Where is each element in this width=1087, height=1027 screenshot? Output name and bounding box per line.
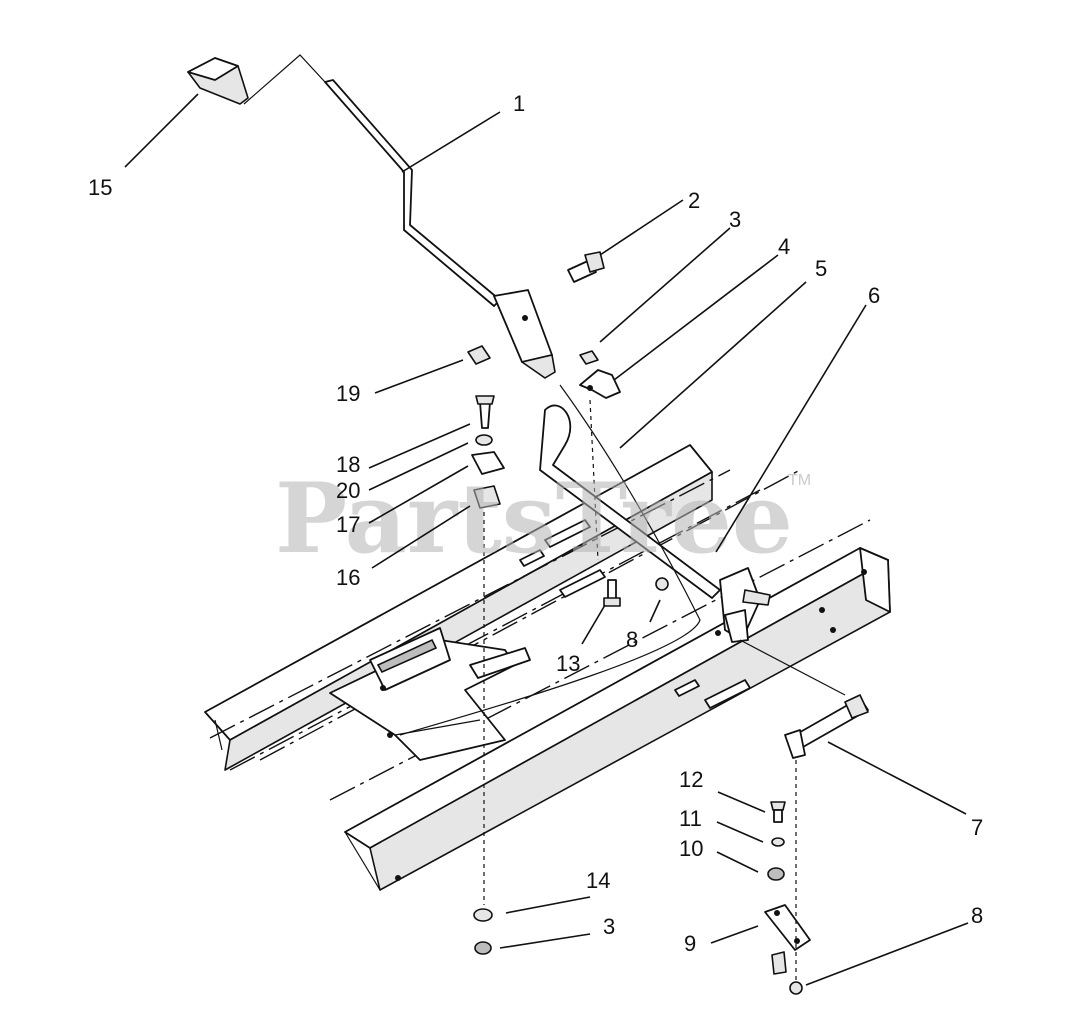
watermark-trademark: TM: [788, 472, 811, 489]
pivot-rod: [539, 404, 771, 643]
mounting-plate: [329, 627, 531, 761]
callout-12: 12: [679, 767, 703, 792]
shift-lever: [324, 79, 501, 307]
leader-lines: [124, 93, 969, 986]
clip-17: [471, 451, 505, 475]
assembly-line-center: [589, 399, 599, 561]
knob-break-line: [243, 54, 326, 105]
callout-10: 10: [679, 836, 703, 861]
nut-3-upper: [579, 350, 599, 365]
lockwasher-10: [767, 867, 785, 881]
lever-knob: [187, 57, 249, 105]
bolt-12: [770, 801, 786, 823]
callout-5: 5: [815, 256, 827, 281]
nut-19: [467, 345, 491, 365]
callout-17: 17: [336, 512, 360, 537]
callout-9: 9: [684, 931, 696, 956]
watermark: PartsTree: [275, 462, 793, 575]
pad-16: [473, 485, 501, 509]
bolt-13: [603, 579, 621, 607]
nut-3-lower: [474, 941, 492, 955]
callout-20: 20: [336, 478, 360, 503]
nut-8-upper: [655, 577, 669, 591]
washer-14: [473, 908, 493, 922]
bolt-18: [475, 395, 495, 429]
lever-bracket: [493, 289, 556, 379]
callout-8a: 8: [626, 627, 638, 652]
callout-13: 13: [556, 651, 580, 676]
callout-1: 1: [513, 91, 525, 116]
callout-3b: 3: [603, 914, 615, 939]
callout-8b: 8: [971, 903, 983, 928]
link-rod: [739, 639, 869, 759]
callout-16: 16: [336, 565, 360, 590]
callout-14: 14: [586, 868, 610, 893]
callout-19: 19: [336, 381, 360, 406]
callout-7: 7: [971, 815, 983, 840]
frame-rail-lower: [344, 547, 891, 891]
callout-11: 11: [679, 806, 702, 831]
callout-6: 6: [868, 283, 880, 308]
link-plate-9: [764, 904, 811, 975]
washer-11: [771, 837, 785, 847]
washer-20: [475, 434, 493, 446]
nut-8-lower: [789, 981, 803, 995]
clamp-4: [579, 369, 621, 399]
callout-2: 2: [688, 188, 700, 213]
callout-4: 4: [778, 234, 790, 259]
frame-slots: [519, 519, 751, 709]
bolt-2: [567, 251, 605, 283]
callout-3a: 3: [729, 207, 741, 232]
callout-labels: 1 2 3 4 5 6 7 8 8 9 10 11 12 13 14 3 15 …: [88, 91, 983, 956]
shift-rod: [399, 384, 701, 736]
callout-18: 18: [336, 452, 360, 477]
callout-15: 15: [88, 175, 112, 200]
